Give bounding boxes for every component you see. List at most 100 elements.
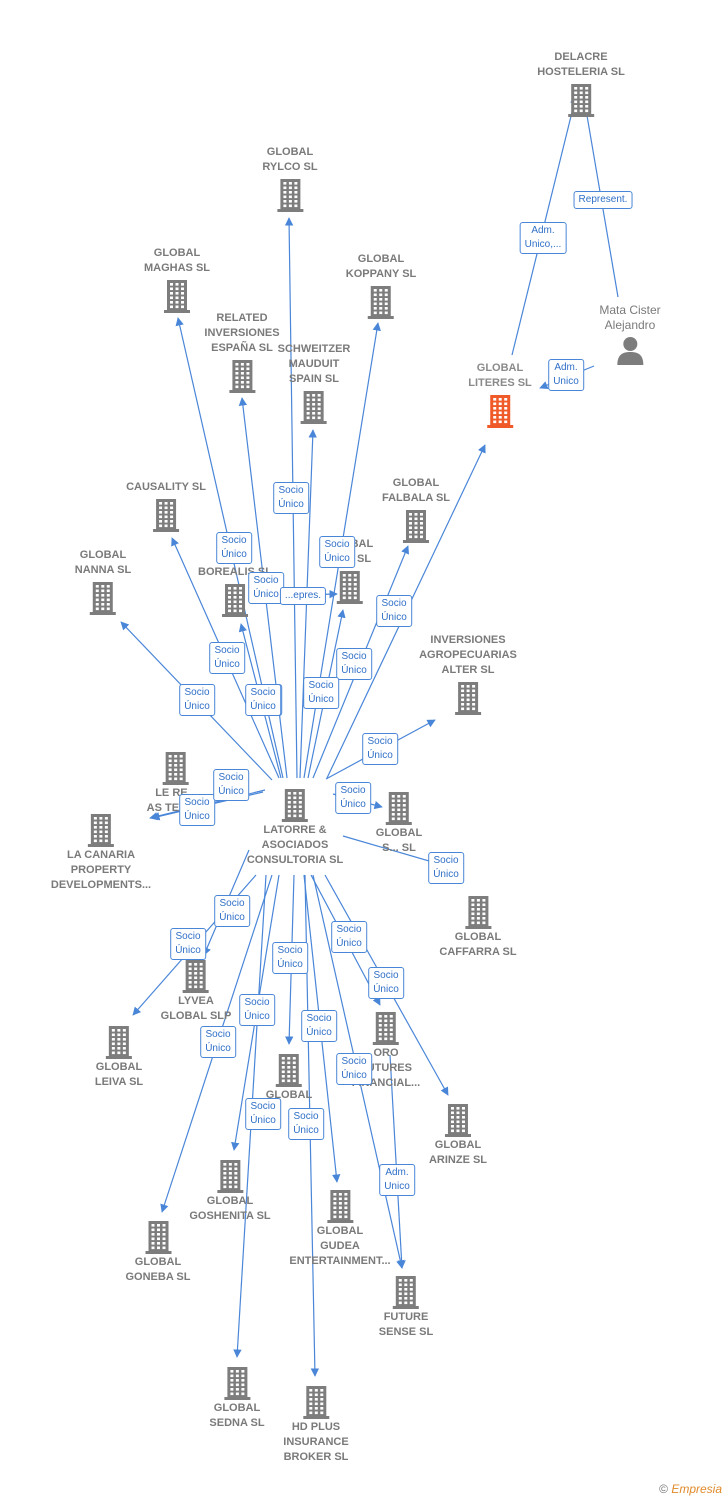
building-icon: [145, 1221, 171, 1254]
node-litere[interactable]: GLOBAL LITERES SL: [468, 361, 532, 429]
node-label: LATORRE & ASOCIADOS CONSULTORIA SL: [246, 824, 344, 866]
node-rylco[interactable]: GLOBAL RYLCO SL: [262, 145, 318, 213]
node-oro[interactable]: ORO FUTURES FINANCIAL...: [352, 1008, 420, 1091]
node-gudea[interactable]: GLOBAL GUDEA ENTERTAINMENT...: [289, 1186, 391, 1269]
node-label: DELACRE HOSTELERIA SL: [537, 51, 625, 78]
node-label: GLOBAL S... SL: [375, 827, 423, 854]
person-icon: [616, 337, 643, 365]
node-future[interactable]: FUTURE SENSE SL: [379, 1272, 433, 1340]
node-globalmid[interactable]: GLOBAL: [266, 1050, 312, 1103]
node-hdplus[interactable]: HD PLUS INSURANCE BROKER SL: [283, 1382, 349, 1465]
edge-label[interactable]: Socio Único: [272, 942, 308, 974]
building-icon: [182, 960, 209, 993]
building-icon: [327, 1190, 353, 1223]
edge-label[interactable]: Socio Único: [209, 642, 245, 674]
node-goneba[interactable]: GLOBAL GONEBA SL: [126, 1217, 191, 1285]
node-related[interactable]: RELATED INVERSIONES ESPAÑA SL: [204, 311, 280, 394]
edge-label[interactable]: Socio Único: [273, 482, 309, 514]
building-icon: [336, 571, 363, 604]
edge-label[interactable]: Socio Único: [376, 595, 412, 627]
brand-name[interactable]: Empresia: [671, 1482, 722, 1496]
edge-label[interactable]: Socio Único: [213, 769, 249, 801]
node-label: GLOBAL RYLCO SL: [262, 146, 318, 173]
building-icon: [372, 1012, 399, 1045]
copyright-symbol: ©: [659, 1482, 668, 1496]
edge-label[interactable]: Adm. Unico: [379, 1164, 415, 1196]
node-label: GLOBAL GOSHENITA SL: [189, 1195, 271, 1222]
building-icon: [403, 510, 429, 543]
node-causality[interactable]: CAUSALITY SL: [126, 480, 206, 533]
building-icon: [368, 286, 394, 319]
node-label: GLOBAL CAFFARRA SL: [439, 931, 517, 958]
edge-label[interactable]: Socio Único: [336, 648, 372, 680]
node-label: FUTURE SENSE SL: [378, 1311, 434, 1338]
node-mata[interactable]: Mata Cister Alejandro: [599, 303, 661, 365]
edge-oro-future: [389, 1054, 406, 1269]
node-falbala[interactable]: GLOBAL FALBALA SL: [382, 476, 450, 544]
edge-label[interactable]: Adm. Unico: [548, 359, 584, 391]
node-schweitzer[interactable]: SCHWEITZER MAUDUIT SPAIN SL: [277, 342, 351, 425]
building-icon: [303, 1386, 329, 1419]
node-leiva[interactable]: GLOBAL LEIVA SL: [95, 1022, 143, 1090]
building-icon: [300, 391, 327, 424]
edge-label[interactable]: Socio Único: [301, 1010, 337, 1042]
building-icon: [445, 1104, 471, 1137]
node-nanna[interactable]: GLOBAL NANNA SL: [75, 548, 131, 616]
edge-label[interactable]: Socio Único: [335, 782, 371, 814]
node-arinze[interactable]: GLOBAL ARINZE SL: [429, 1100, 487, 1168]
edge-label[interactable]: Socio Único: [319, 536, 355, 568]
node-label: GLOBAL NANNA SL: [74, 549, 132, 576]
building-icon: [221, 584, 248, 617]
edge-label[interactable]: Adm. Unico,...: [519, 222, 567, 254]
edge-label[interactable]: Socio Único: [216, 532, 252, 564]
edge-label[interactable]: Socio Único: [362, 733, 398, 765]
node-label: ORO FUTURES FINANCIAL...: [351, 1047, 421, 1089]
node-label: GLOBAL FALBALA SL: [381, 477, 451, 504]
building-icon: [567, 84, 594, 117]
building-icon: [385, 792, 412, 825]
edge-label[interactable]: Socio Único: [170, 928, 206, 960]
building-icon: [277, 179, 303, 212]
node-globals[interactable]: GLOBAL S... SL: [376, 788, 422, 856]
edge-label[interactable]: Socio Único: [331, 921, 367, 953]
edge-label[interactable]: Socio Único: [245, 684, 281, 716]
building-icon: [164, 280, 190, 313]
edge-label[interactable]: Socio Único: [200, 1026, 236, 1058]
node-canaria[interactable]: LA CANARIA PROPERTY DEVELOPMENTS...: [51, 810, 151, 893]
node-maghas[interactable]: GLOBAL MAGHAS SL: [144, 246, 210, 314]
node-goshenita[interactable]: GLOBAL GOSHENITA SL: [189, 1156, 271, 1224]
node-delacre[interactable]: DELACRE HOSTELERIA SL: [537, 50, 625, 118]
node-label: LYVEA GLOBAL SLP: [160, 995, 232, 1022]
edge-label[interactable]: Socio Único: [179, 794, 215, 826]
node-label: GLOBAL MAGHAS SL: [144, 247, 210, 274]
node-lyvea[interactable]: LYVEA GLOBAL SLP: [160, 956, 232, 1024]
edge-label[interactable]: Socio Único: [368, 967, 404, 999]
node-koppany[interactable]: GLOBAL KOPPANY SL: [346, 252, 416, 320]
building-icon: [90, 582, 116, 615]
edge-label[interactable]: Socio Único: [428, 852, 464, 884]
edge-label[interactable]: Represent.: [573, 191, 633, 209]
edge-label[interactable]: Socio Único: [248, 572, 284, 604]
edge-label[interactable]: Socio Único: [336, 1053, 372, 1085]
edge-label[interactable]: Socio Único: [288, 1108, 324, 1140]
edge-label[interactable]: Socio Único: [303, 677, 339, 709]
node-label: SCHWEITZER MAUDUIT SPAIN SL: [277, 343, 351, 385]
footer-credit: © Empresia: [659, 1482, 722, 1496]
building-icon: [88, 814, 114, 847]
node-label: CAUSALITY SL: [126, 481, 206, 493]
building-icon: [162, 752, 189, 785]
node-label: INVERSIONES AGROPECUARIAS ALTER SL: [419, 634, 517, 676]
edge-label[interactable]: Socio Único: [239, 994, 275, 1026]
node-agro[interactable]: INVERSIONES AGROPECUARIAS ALTER SL: [419, 633, 517, 716]
node-caffarra[interactable]: GLOBAL CAFFARRA SL: [439, 892, 517, 960]
edge-label[interactable]: Socio Único: [214, 895, 250, 927]
edge-label[interactable]: ...epres.: [279, 587, 327, 605]
edge-label[interactable]: Socio Único: [179, 684, 215, 716]
node-label: GLOBAL LEIVA SL: [94, 1061, 144, 1088]
node-sedna[interactable]: GLOBAL SEDNA SL: [209, 1363, 265, 1431]
node-center[interactable]: LATORRE & ASOCIADOS CONSULTORIA SL: [247, 785, 343, 868]
edge-label[interactable]: Socio Único: [245, 1098, 281, 1130]
node-label: GLOBAL ARINZE SL: [428, 1139, 488, 1166]
building-icon: [217, 1160, 243, 1193]
